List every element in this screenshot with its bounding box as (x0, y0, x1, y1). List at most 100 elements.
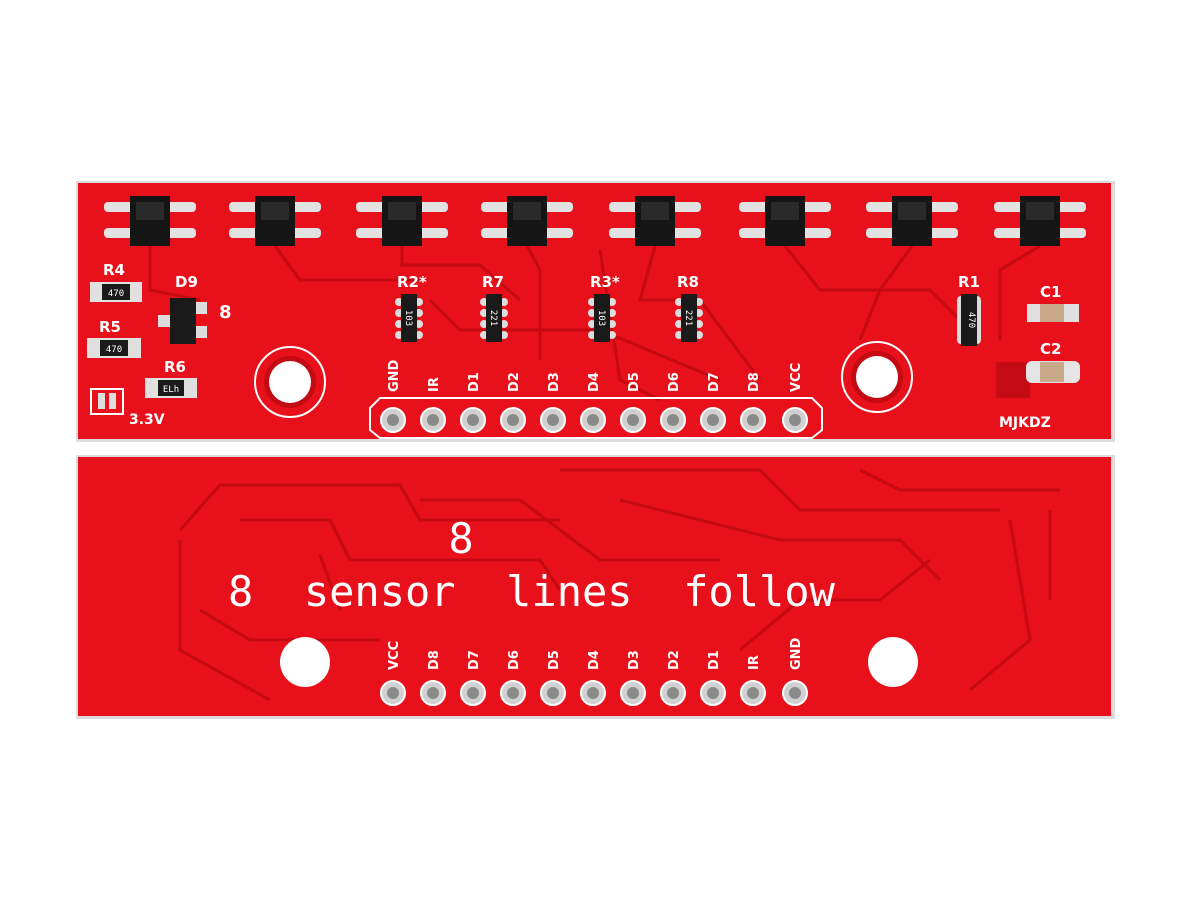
r6-marking: ELh (163, 385, 179, 395)
ir-sensor (104, 196, 196, 246)
pin-d4: D4 (580, 372, 606, 433)
pin-d7: D7 (460, 650, 486, 706)
led-count-label: 8 (219, 302, 232, 323)
pin-d3: D3 (620, 650, 646, 706)
pin-label: D6 (507, 650, 522, 670)
trace (240, 518, 562, 591)
resistor-arrays: R2* 103 R7 221 R3* 103 R8 221 (395, 273, 703, 342)
pin-label: VCC (789, 363, 804, 392)
pin-label: D1 (707, 650, 722, 670)
pin-label: D7 (707, 372, 722, 392)
bottom-board: 8 8 sensor lines follow VCC D8 D7 D6 D5 D4 D3 D… (76, 455, 1115, 719)
d9-label: D9 (175, 273, 198, 291)
resistor-array-label: R8 (677, 273, 699, 291)
top-board: R4 470 R5 470 R6 ELh D9 8 (76, 181, 1115, 442)
trace (178, 483, 560, 531)
resistor-r5: R5 470 (87, 318, 141, 358)
trace (739, 558, 931, 652)
pin-ir: IR (740, 655, 766, 706)
resistor-array-label: R3* (590, 273, 620, 291)
r5-label: R5 (99, 318, 121, 336)
ir-sensor (994, 196, 1086, 246)
pin-d7: D7 (700, 372, 726, 433)
resistor-array-marking: 221 (683, 310, 693, 326)
pin-label: D5 (627, 372, 642, 392)
pin-label: D8 (747, 372, 762, 392)
trace (998, 244, 1041, 340)
trace (969, 519, 1032, 692)
resistor-array-marking: 103 (403, 310, 413, 326)
trace (420, 498, 720, 562)
pin-d2: D2 (500, 372, 526, 433)
trace (273, 245, 420, 282)
pin-label: GND (789, 637, 804, 670)
resistor-array: R3* 103 (588, 273, 620, 342)
trace (400, 246, 521, 302)
mounting-hole-left (280, 637, 330, 687)
r4-marking: 470 (108, 289, 124, 299)
trace (598, 249, 661, 402)
pin-label: D2 (667, 650, 682, 670)
pin-d8: D8 (740, 372, 766, 433)
pin-label: D4 (587, 650, 602, 670)
pin-label: D5 (547, 650, 562, 670)
pin-d6: D6 (660, 372, 686, 433)
pin-label: D6 (667, 372, 682, 392)
mounting-hole-right (868, 637, 918, 687)
resistor-array: R8 221 (675, 273, 703, 342)
pin-d4: D4 (580, 650, 606, 706)
trace (638, 245, 762, 381)
jumper-label: 3.3V (129, 412, 165, 428)
trace (560, 468, 1000, 512)
pin-d6: D6 (500, 650, 526, 706)
resistor-array: R2* 103 (395, 273, 427, 342)
pin-d1: D1 (460, 372, 486, 433)
resistor-array-label: R7 (482, 273, 504, 291)
r1-label: R1 (958, 273, 980, 291)
ir-sensor (356, 196, 448, 246)
resistor-array-marking: 221 (488, 310, 498, 326)
trace (199, 608, 380, 642)
pin-d3: D3 (540, 372, 566, 433)
ir-sensor (229, 196, 321, 246)
pin-label: IR (427, 377, 442, 392)
pin-label: D1 (467, 372, 482, 392)
bottom-pin-header: VCC D8 D7 D6 D5 D4 D3 D2 D1 IR GND (380, 637, 808, 706)
pin-label: D4 (587, 372, 602, 392)
trace (859, 468, 1060, 492)
r4-label: R4 (103, 261, 125, 279)
ir-sensor (609, 196, 701, 246)
title-line-2: 8 sensor lines follow (228, 567, 836, 616)
resistor-array-r1: R1 470 (957, 273, 981, 346)
resistor-array-label: R2* (397, 273, 427, 291)
trace (148, 246, 201, 302)
ir-sensor (481, 196, 573, 246)
c1-label: C1 (1040, 283, 1061, 301)
ir-sensor (739, 196, 831, 246)
resistor-r4: R4 470 (90, 261, 142, 302)
jumper-3v3: 3.3V (90, 388, 165, 428)
pin-d2: D2 (660, 650, 686, 706)
mounting-hole-left (254, 346, 326, 418)
trace (619, 498, 942, 582)
trace (858, 245, 914, 341)
top-traces (148, 244, 1041, 402)
r5-marking: 470 (106, 345, 122, 355)
pin-label: IR (747, 655, 762, 670)
pin-vcc: VCC (380, 641, 406, 706)
trace (178, 540, 271, 702)
resistor-array: R7 221 (480, 273, 508, 342)
led-d9: D9 8 (158, 273, 232, 344)
r6-label: R6 (164, 358, 186, 376)
resistor-array-marking: 103 (596, 310, 606, 326)
pin-label: D3 (547, 372, 562, 392)
pin-d5: D5 (540, 650, 566, 706)
trace (318, 554, 342, 611)
ir-sensor-array (104, 196, 1086, 246)
title-line-1: 8 (448, 514, 473, 563)
pin-ir: IR (420, 377, 446, 433)
pin-label: D8 (427, 650, 442, 670)
c2-label: C2 (1040, 340, 1061, 358)
